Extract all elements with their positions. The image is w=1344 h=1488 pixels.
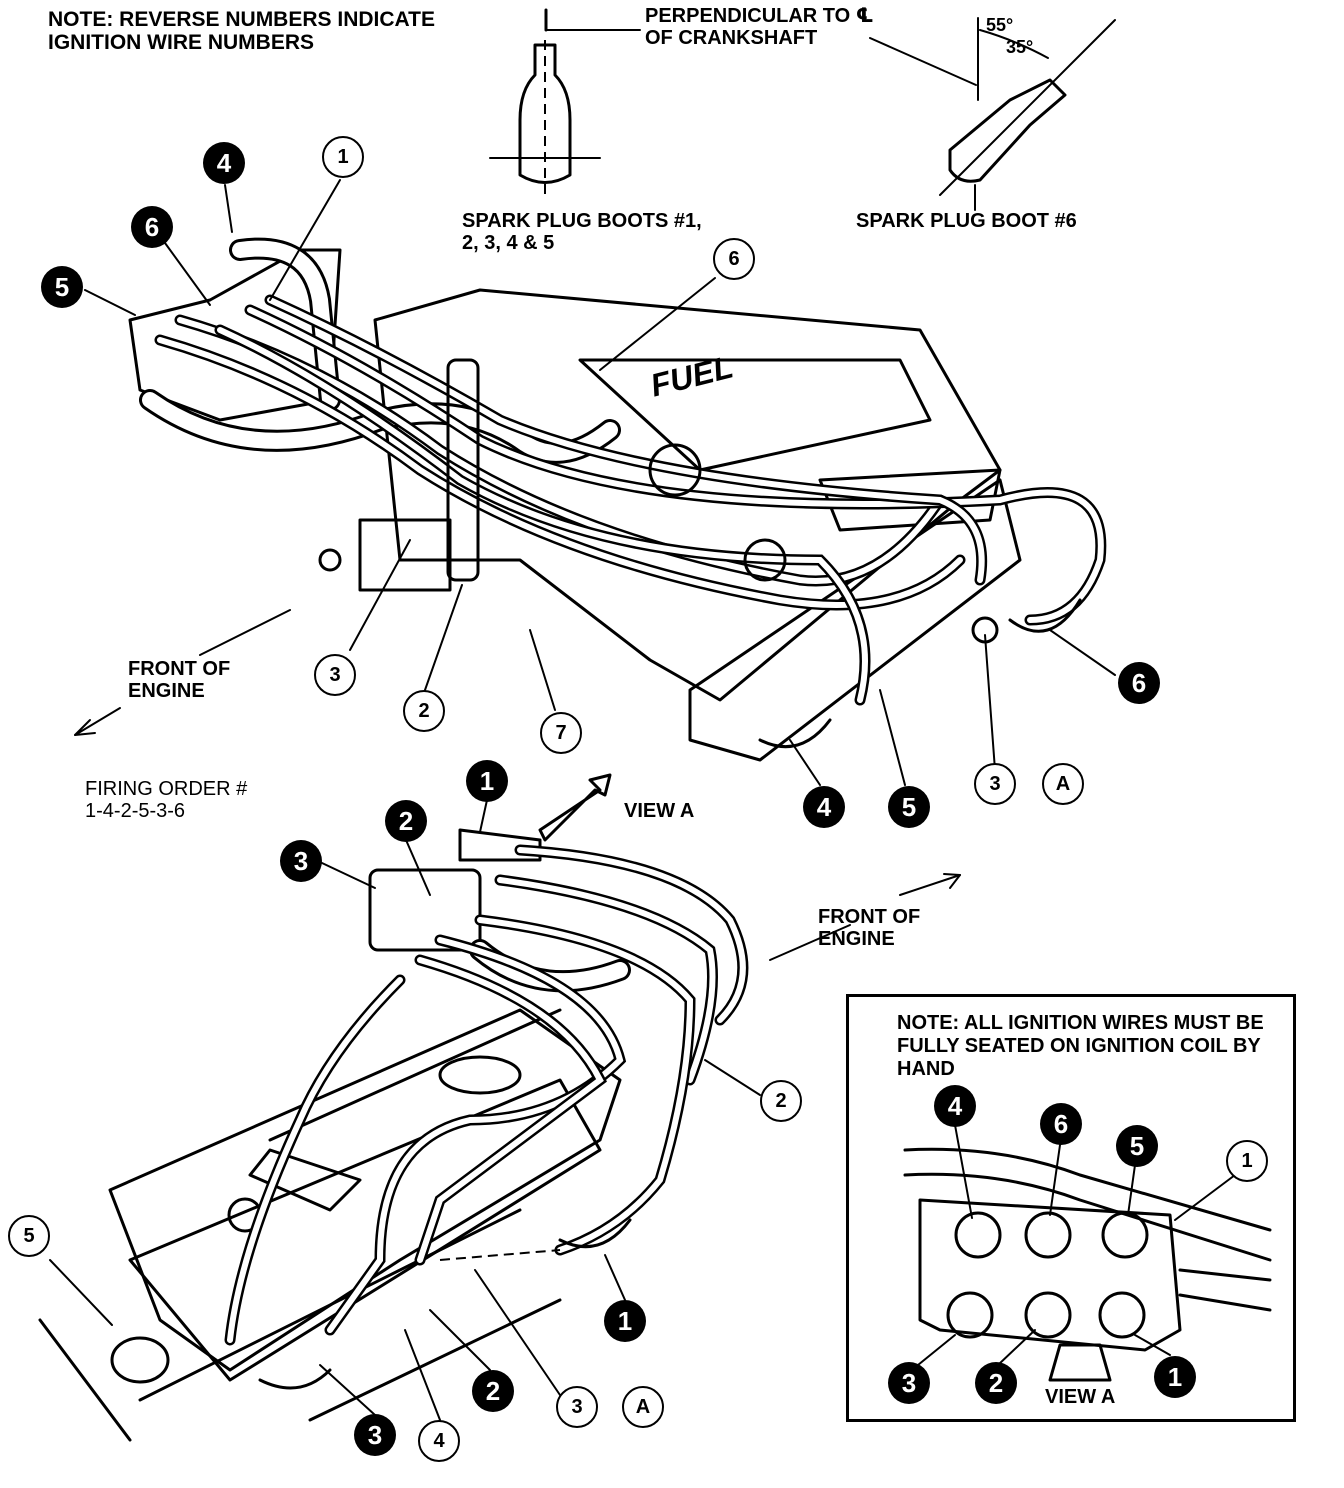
view-a-coil-art	[903, 1147, 1272, 1382]
front-of-engine-top-label: FRONT OF ENGINE	[128, 658, 231, 702]
callout-top-solid-5b: 5	[888, 786, 930, 828]
front-of-engine-bottom-label: FRONT OF ENGINE	[818, 906, 921, 950]
callout-box-solid-1: 1	[1154, 1356, 1196, 1398]
angle-55-label: 55°	[986, 15, 1014, 35]
leader-lines	[49, 179, 1236, 1421]
callout-top-open-7: 7	[540, 712, 582, 754]
callout-bottom-solid-2b: 2	[472, 1370, 514, 1412]
seated-note: NOTE: ALL IGNITION WIRES MUST BE FULLY S…	[897, 1012, 1264, 1080]
angle-35-label: 35°	[1006, 37, 1034, 57]
callout-bottom-open-5: 5	[8, 1215, 50, 1257]
boot-sketch-angled	[869, 17, 1116, 211]
callout-bottom-open-4: 4	[418, 1420, 460, 1462]
callout-top-solid-4b: 4	[803, 786, 845, 828]
callout-box-solid-2: 2	[975, 1362, 1017, 1404]
callout-bottom-solid-1: 1	[466, 760, 508, 802]
callout-top-solid-4: 4	[203, 142, 245, 184]
callout-top-solid-6: 6	[131, 206, 173, 248]
callout-box-solid-3: 3	[888, 1362, 930, 1404]
view-a-label: VIEW A	[624, 800, 695, 822]
callout-top-solid-6b: 6	[1118, 662, 1160, 704]
boot-sketch-straight	[489, 8, 641, 200]
bottom-engine-view	[38, 773, 961, 1442]
callout-top-open-6: 6	[713, 238, 755, 280]
callout-box-open-1: 1	[1226, 1140, 1268, 1182]
callout-bottom-open-2: 2	[760, 1080, 802, 1122]
callout-box-solid-5: 5	[1116, 1125, 1158, 1167]
perpendicular-label: PERPENDICULAR TO ℄ OF CRANKSHAFT	[645, 5, 874, 49]
callout-top-open-a: A	[1042, 763, 1084, 805]
callout-top-open-1: 1	[322, 136, 364, 178]
top-engine-view	[74, 237, 1107, 762]
view-a-detail-box	[846, 994, 1296, 1422]
callout-bottom-open-a: A	[622, 1386, 664, 1428]
view-a-box-label: VIEW A	[1045, 1386, 1116, 1408]
callout-bottom-solid-1b: 1	[604, 1300, 646, 1342]
callout-box-solid-4: 4	[934, 1085, 976, 1127]
callout-bottom-solid-3b: 3	[354, 1414, 396, 1456]
callout-top-solid-5: 5	[41, 266, 83, 308]
reverse-numbers-note: NOTE: REVERSE NUMBERS INDICATE IGNITION …	[48, 8, 435, 54]
firing-order-label: FIRING ORDER # 1-4-2-5-3-6	[85, 778, 248, 822]
callout-top-open-2: 2	[403, 690, 445, 732]
boot-6-label: SPARK PLUG BOOT #6	[856, 210, 1077, 232]
callout-top-open-3: 3	[314, 654, 356, 696]
callout-bottom-solid-2: 2	[385, 800, 427, 842]
callout-bottom-solid-3: 3	[280, 840, 322, 882]
callout-box-solid-6: 6	[1040, 1103, 1082, 1145]
callout-top-open-3b: 3	[974, 763, 1016, 805]
boots-1-5-label: SPARK PLUG BOOTS #1, 2, 3, 4 & 5	[462, 210, 702, 254]
callout-bottom-open-3: 3	[556, 1386, 598, 1428]
